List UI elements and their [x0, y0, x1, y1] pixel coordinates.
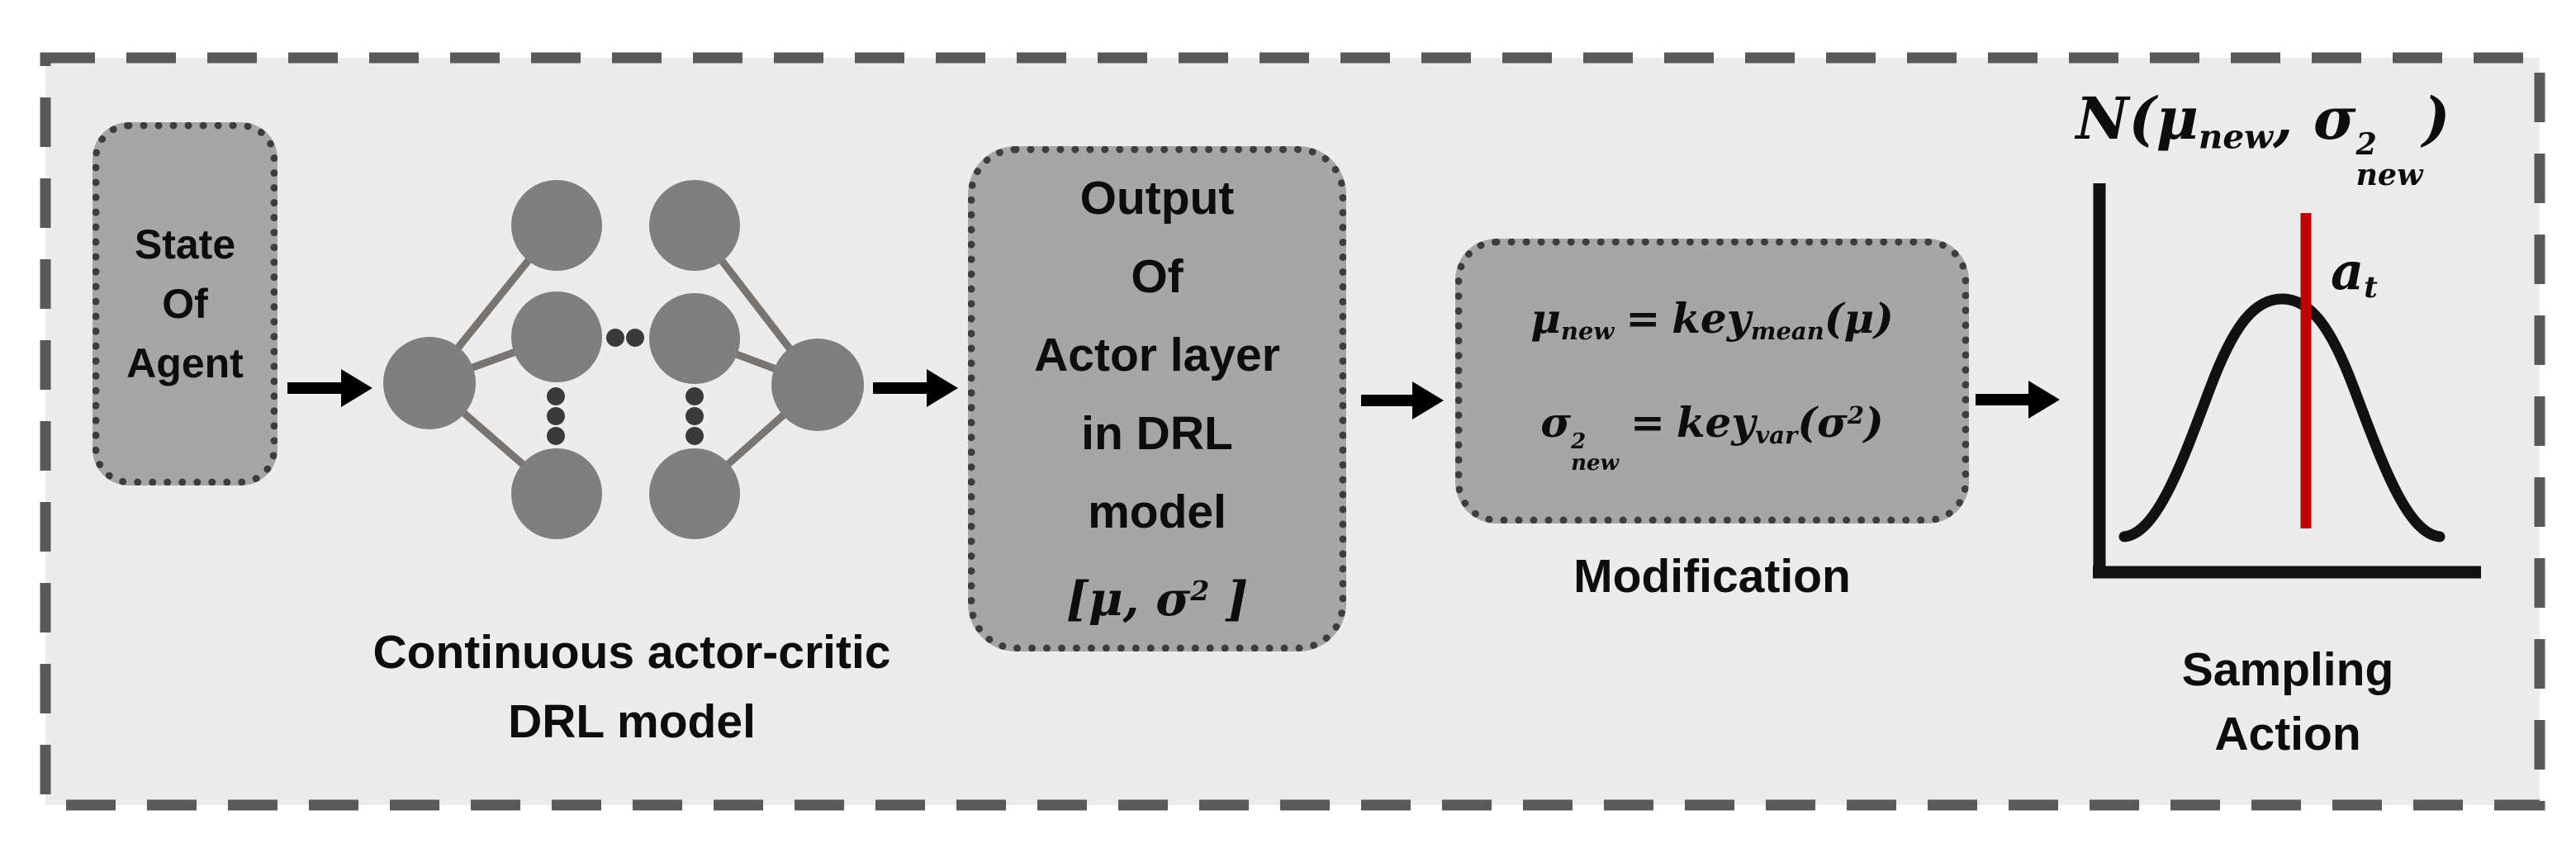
actor-output-line: Actor layer: [1034, 328, 1280, 381]
actor-output-line: Output: [1079, 171, 1235, 225]
network-caption-line: Continuous actor-critic: [372, 626, 891, 679]
hidden1-node-mid: [511, 291, 602, 382]
input-node: [383, 337, 476, 429]
state-box-line: Agent: [126, 340, 244, 386]
hidden2-node-top: [649, 180, 740, 271]
state-of-agent-box: State Of Agent: [93, 122, 278, 486]
hidden1-node-top: [511, 180, 602, 271]
sampling-caption-line: Sampling: [2181, 643, 2394, 696]
mu-sigma-vector-formula: [μ, σ2 ]: [1065, 571, 1249, 628]
bell-curve: [2118, 293, 2446, 542]
arrow-right-icon-1: [287, 369, 372, 407]
arrow-right-icon-3: [1361, 381, 1444, 419]
hidden2-node-bottom: [649, 448, 740, 539]
arrow-right-icon-2: [873, 369, 958, 407]
modification-caption: Modification: [1573, 550, 1851, 603]
network-caption: Continuous actor-critic DRL model: [306, 618, 958, 756]
sampled-action-label: at: [2331, 241, 2378, 306]
state-box-line: Of: [162, 281, 208, 327]
output-node: [771, 339, 864, 431]
arrow-right-icon-4: [1976, 381, 2060, 419]
actor-output-line: Of: [1131, 249, 1184, 303]
network-nodes: [383, 180, 864, 539]
actor-output-box: Output Of Actor layer in DRL model [μ, σ…: [968, 146, 1346, 651]
actor-output-line: model: [1088, 485, 1226, 538]
neural-network-graphic: [383, 180, 864, 539]
sampling-action-caption: Sampling Action: [2110, 637, 2465, 766]
actor-output-line: in DRL: [1081, 406, 1233, 460]
flow-arrows: [287, 369, 2060, 419]
sampling-caption-line: Action: [2214, 708, 2361, 760]
mean-modification-formula: μnew=keymean(μ): [1530, 294, 1894, 346]
state-box-line: State: [134, 221, 236, 268]
hidden1-node-bottom: [511, 448, 602, 539]
hidden2-node-mid: [649, 293, 740, 384]
network-caption-line: DRL model: [508, 695, 756, 748]
ellipsis-dots: [547, 329, 704, 445]
gaussian-plot: [2093, 183, 2481, 579]
